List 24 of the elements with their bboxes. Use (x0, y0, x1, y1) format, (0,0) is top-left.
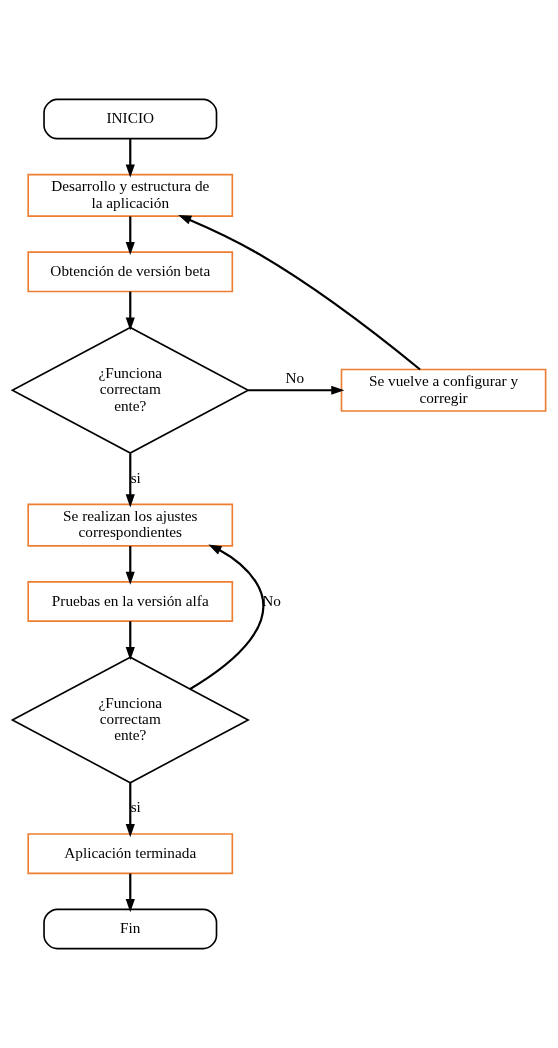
node-box: Se vuelve a configurar y corregir (340, 368, 547, 412)
arrow (125, 546, 135, 585)
node-diamond: ¿Funciona correctam ente? (10, 326, 250, 454)
node-box: Aplicación terminada (27, 833, 234, 875)
arrow (125, 453, 135, 508)
edge-label: si (130, 798, 141, 816)
edge-label: No (285, 368, 305, 386)
node-diamond: ¿Funciona correctam ente? (10, 656, 250, 784)
arrow (189, 544, 265, 690)
arrow (125, 873, 135, 913)
arrow (178, 214, 421, 371)
arrow (125, 291, 135, 331)
arrow (125, 216, 135, 256)
edge-label: si (130, 468, 141, 486)
node-box: Desarrollo y estructura de la aplicación (27, 173, 234, 217)
arrow (125, 621, 135, 661)
arrow (125, 782, 135, 838)
node-box: Fin (43, 908, 218, 950)
node-box: INICIO (43, 98, 218, 140)
node-box: Se realizan los ajustes correspondientes (27, 503, 234, 547)
arrow (125, 138, 135, 178)
arrow (248, 385, 345, 395)
node-box: Pruebas en la versión alfa (27, 581, 234, 622)
node-box: Obtención de versión beta (27, 251, 234, 293)
